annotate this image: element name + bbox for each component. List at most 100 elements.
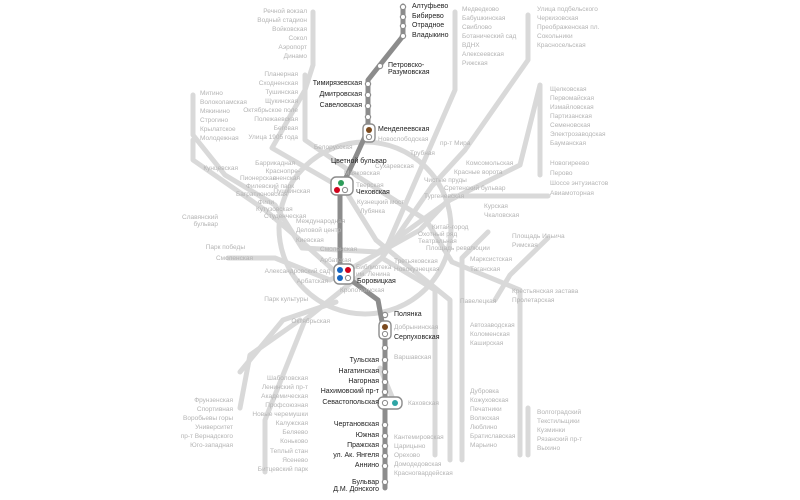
station-label[interactable]: Новокузнецкая — [394, 266, 440, 273]
station-label[interactable]: Севастопольская — [322, 399, 379, 406]
station-label[interactable]: Кожуховская — [470, 397, 509, 404]
station-label[interactable]: Охотный ряд — [418, 231, 458, 238]
station-label[interactable]: Кунцевская — [203, 165, 238, 172]
station-label[interactable]: Новые черемушки — [252, 411, 308, 418]
station-label[interactable]: Царицыно — [394, 443, 426, 450]
station-label[interactable]: Октябрьское поле — [243, 107, 298, 114]
station-dot[interactable] — [381, 462, 389, 470]
station-label[interactable]: Юго-западная — [190, 442, 233, 449]
station-label[interactable]: Парк победы — [205, 244, 245, 251]
transfer-sevastopolskaya[interactable] — [377, 396, 403, 410]
station-label[interactable]: ул. Ак. Янгеля — [333, 452, 379, 459]
station-label[interactable]: Новослободская — [378, 136, 429, 143]
station-dot[interactable] — [399, 32, 407, 40]
station-label[interactable]: Автозаводская — [470, 322, 515, 329]
station-label[interactable]: Улица 1905 года — [248, 134, 298, 141]
station-label[interactable]: Домодедовская — [394, 461, 442, 468]
station-label[interactable]: Водный стадион — [257, 17, 307, 24]
station-label[interactable]: Волоколамская — [200, 99, 247, 106]
station-label[interactable]: Боровицкая — [357, 278, 396, 285]
station-label[interactable]: Полянка — [394, 311, 422, 318]
station-label[interactable]: Кутузовская — [256, 206, 293, 213]
station-label[interactable]: Сретенский бульвар — [444, 185, 506, 192]
station-label[interactable]: Парк культуры — [264, 296, 308, 303]
station-label[interactable]: Пионерская — [240, 175, 277, 182]
station-label[interactable]: Черкизовская — [537, 15, 579, 22]
station-label[interactable]: Медведково — [462, 6, 499, 13]
station-label[interactable]: Баррикадная — [255, 160, 295, 167]
station-label[interactable]: Новогиреево — [550, 160, 590, 167]
station-label[interactable]: Битцевский парк — [257, 466, 308, 473]
station-label[interactable]: Комсомольская — [466, 160, 514, 167]
station-label[interactable]: Красносельская — [537, 42, 586, 49]
station-label[interactable]: Калужская — [275, 420, 308, 427]
station-label[interactable]: Волжская — [470, 415, 500, 422]
station-label[interactable]: Сухаревская — [375, 163, 414, 170]
station-label[interactable]: Семеновская — [550, 122, 591, 129]
station-label[interactable]: Выхино — [537, 445, 561, 452]
station-label[interactable]: Кантемировская — [394, 434, 444, 441]
station-label[interactable]: Бауманская — [550, 140, 587, 147]
station-label[interactable]: Смоленская — [215, 255, 253, 262]
station-label[interactable]: Мякинино — [200, 108, 230, 115]
station-label[interactable]: Сходненская — [258, 80, 298, 87]
station-label[interactable]: Серпуховская — [394, 334, 440, 341]
station-label[interactable]: Павелецкая — [460, 298, 497, 305]
station-label[interactable]: Лубянка — [360, 208, 385, 215]
transfer-tsvetnoy-chekhovskaya[interactable] — [330, 176, 354, 196]
station-label[interactable]: Нахимовский пр-т — [320, 388, 379, 395]
station-label[interactable]: Южная — [355, 432, 379, 439]
station-label[interactable]: Библиотека им. Ленина — [356, 264, 392, 278]
station-label[interactable]: Шаболовская — [267, 375, 308, 382]
station-label[interactable]: Петровско- Разумовская — [388, 62, 430, 76]
station-dot[interactable] — [381, 388, 389, 396]
station-dot[interactable] — [381, 478, 389, 486]
station-label[interactable]: Электрозаводская — [550, 131, 606, 138]
station-label[interactable]: ВДНХ — [462, 42, 480, 49]
station-label[interactable]: Преображенская пл. — [537, 24, 600, 31]
station-label[interactable]: Краснопре- сненская — [265, 168, 300, 182]
station-label[interactable]: Савеловская — [319, 102, 362, 109]
station-label[interactable]: Пушкинская — [273, 188, 310, 195]
station-label[interactable]: Академическая — [261, 393, 308, 400]
station-label[interactable]: Площадь Ильича — [512, 233, 565, 240]
station-label[interactable]: Таганская — [470, 266, 501, 273]
station-label[interactable]: Крылатское — [200, 126, 236, 133]
station-label[interactable]: Кузнецкий мост — [357, 199, 405, 206]
station-dot[interactable] — [381, 311, 389, 319]
station-dot[interactable] — [381, 356, 389, 364]
station-label[interactable]: Площадь революции — [426, 245, 490, 252]
station-dot[interactable] — [364, 80, 372, 88]
station-label[interactable]: Тимирязевская — [312, 80, 362, 87]
station-label[interactable]: Славянский бульвар — [182, 214, 218, 228]
station-label[interactable]: Профсоюзная — [265, 402, 308, 409]
station-label[interactable]: Молодежная — [200, 135, 239, 142]
station-label[interactable]: Волгоградский — [537, 409, 582, 416]
station-label[interactable]: Каховская — [408, 400, 439, 407]
station-label[interactable]: Авиамоторная — [550, 190, 594, 197]
station-label[interactable]: Тульская — [349, 357, 379, 364]
station-label[interactable]: Тверская — [356, 182, 384, 189]
station-label[interactable]: Бульвар Д.М. Донского — [333, 479, 379, 493]
station-dot[interactable] — [381, 344, 389, 352]
station-label[interactable]: Владыкино — [412, 32, 449, 39]
station-label[interactable]: Измайловская — [550, 104, 594, 111]
station-label[interactable]: Улица подбельского — [537, 6, 598, 13]
station-label[interactable]: Добрынинская — [394, 324, 439, 331]
station-dot[interactable] — [399, 22, 407, 30]
station-label[interactable]: Тургеневская — [424, 193, 465, 200]
station-label[interactable]: Люблино — [470, 424, 498, 431]
station-label[interactable]: Арбатская — [320, 257, 352, 264]
station-dot[interactable] — [364, 91, 372, 99]
station-dot[interactable] — [381, 421, 389, 429]
station-label[interactable]: Орехово — [394, 452, 420, 459]
station-label[interactable]: Братиславская — [470, 433, 516, 440]
station-label[interactable]: Варшавская — [394, 354, 432, 361]
station-label[interactable]: Теплый стан — [269, 448, 308, 455]
station-label[interactable]: Бибирево — [412, 13, 444, 20]
station-label[interactable]: Строгино — [200, 117, 229, 124]
station-label[interactable]: Чертановская — [333, 421, 379, 428]
station-label[interactable]: Смоленская — [320, 246, 358, 253]
station-label[interactable]: Войковская — [272, 26, 307, 33]
station-label[interactable]: Университет — [195, 424, 233, 431]
